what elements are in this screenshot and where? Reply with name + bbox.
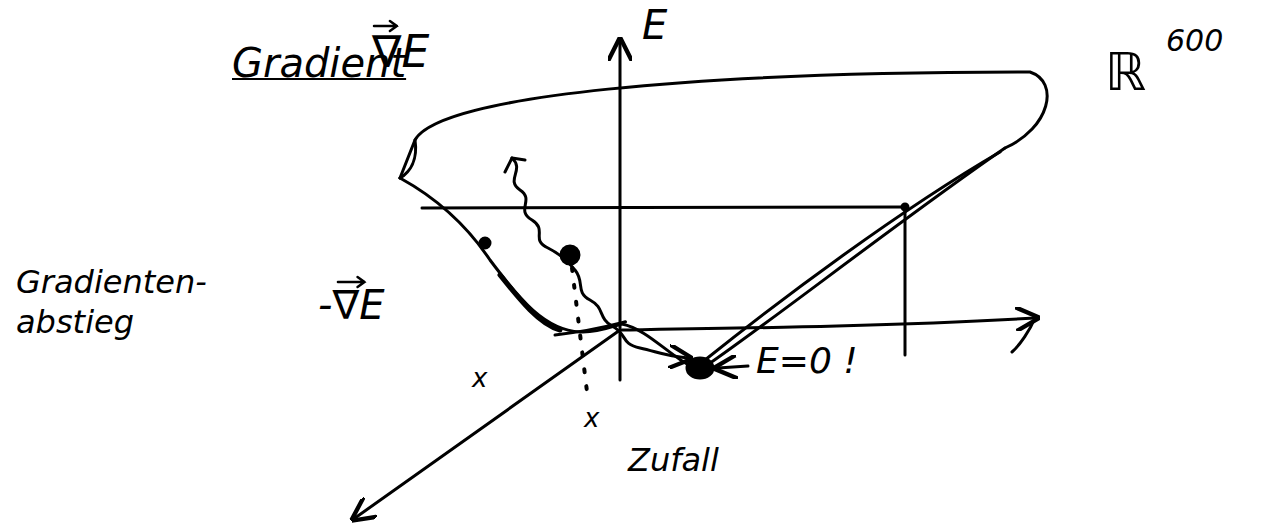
space-exponent: 600 bbox=[1166, 22, 1223, 60]
axis-label: E bbox=[642, 0, 667, 50]
space-symbol: ℝ bbox=[1105, 40, 1146, 105]
random-start: Zufall bbox=[628, 440, 719, 480]
cross-mark: x bbox=[584, 402, 599, 435]
minimum-note: E=0 ! bbox=[756, 338, 858, 383]
cross-mark: x bbox=[472, 362, 487, 395]
method-name: Gradienten- abstieg bbox=[16, 262, 256, 342]
descent-symbol: -∇E bbox=[318, 280, 384, 330]
gradient-symbol: ∇E bbox=[372, 24, 429, 79]
